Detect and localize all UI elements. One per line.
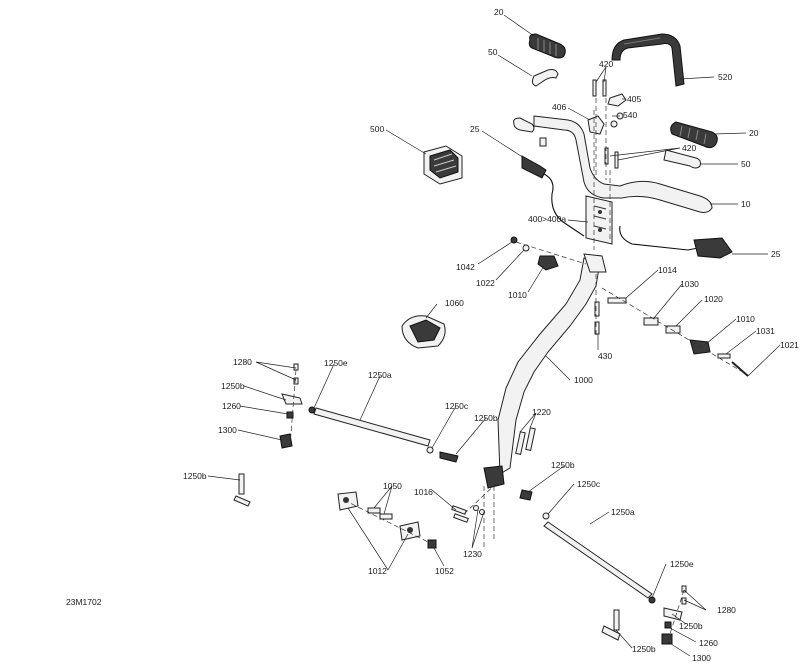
part-clamp-1010-left	[537, 255, 559, 271]
callout-1280-left: 1280	[233, 357, 252, 367]
callout-1010-left: 1010	[508, 290, 527, 300]
callout-500: 500	[370, 124, 384, 134]
part-tube-50-top	[531, 69, 559, 87]
callout-25-left: 25	[470, 124, 480, 134]
callout-1010-right: 1010	[736, 314, 755, 324]
callout-1250c-right: 1250c	[577, 479, 601, 489]
callout-1230: 1230	[463, 549, 482, 559]
part-throttle-25-left	[521, 155, 585, 237]
callout-1220: 1220	[532, 407, 551, 417]
part-tube-50-left	[513, 117, 535, 133]
part-bolt-1014	[607, 297, 627, 304]
part-balljoint-left	[279, 363, 303, 449]
callout-1014: 1014	[658, 265, 677, 275]
callout-1000: 1000	[574, 375, 593, 385]
part-washer-1031	[717, 353, 731, 359]
part-column-1000	[483, 253, 607, 489]
part-throttle-25-right	[619, 225, 733, 259]
callout-420-mid: 420	[682, 143, 696, 153]
callout-430: 430	[598, 351, 612, 361]
callout-labels: 20 50 420 405 520 406 540 500 25 420 20 …	[66, 7, 799, 663]
part-bolts-420-mid	[604, 147, 619, 169]
callout-1012: 1012	[368, 566, 387, 576]
callout-520: 520	[718, 72, 732, 82]
callout-1250e-right: 1250e	[670, 559, 694, 569]
part-handlebar-10	[533, 115, 713, 213]
callout-400: 400>400a	[528, 214, 566, 224]
part-washers-540	[610, 112, 624, 128]
diagram-code: 23M1702	[66, 597, 102, 607]
part-link-1012	[337, 491, 421, 541]
callout-540: 540	[623, 110, 637, 120]
part-bolts-1050	[367, 507, 393, 520]
part-nut-1250c-right	[542, 512, 550, 520]
part-bolts-1220	[515, 427, 536, 455]
callout-1250b-left1: 1250b	[221, 381, 245, 391]
callout-1030: 1030	[680, 279, 699, 289]
callout-1250b-left3: 1250b	[183, 471, 207, 481]
leader-lines	[207, 14, 781, 657]
part-bolts-420-top	[592, 79, 607, 97]
callout-406: 406	[552, 102, 566, 112]
part-grip-20-right	[670, 121, 718, 149]
part-sleeve-1020	[665, 325, 681, 334]
part-nut-1250c-left	[426, 446, 434, 454]
assembly-dashed-lines	[289, 98, 747, 641]
part-nut-1042	[510, 236, 518, 244]
callout-1250a-right: 1250a	[611, 507, 635, 517]
part-block-500	[423, 145, 463, 185]
part-end-1250b-mid	[519, 489, 533, 501]
callout-1031: 1031	[756, 326, 775, 336]
callout-25-right: 25	[771, 249, 781, 259]
part-bracket-405	[607, 93, 627, 107]
callout-1250c-left: 1250c	[445, 401, 469, 411]
part-spacer-1030	[643, 317, 659, 326]
part-handle-520	[611, 33, 685, 87]
part-nut-1250e-left	[308, 406, 316, 414]
callout-1300-left: 1300	[218, 425, 237, 435]
callout-1280-right: 1280	[717, 605, 736, 615]
part-plate-400	[585, 195, 613, 245]
part-bolts-430	[594, 301, 600, 335]
part-nut-1250e-right	[648, 596, 656, 604]
part-pin-1250b-left3	[233, 473, 251, 507]
part-end-1250b-left2	[439, 451, 459, 463]
callout-1021: 1021	[780, 340, 799, 350]
callout-1250b-right1: 1250b	[679, 621, 703, 631]
callout-1250b-right2: 1250b	[632, 644, 656, 654]
callout-1050: 1050	[383, 481, 402, 491]
callout-50-top: 50	[488, 47, 498, 57]
part-tierod-1250a-right	[543, 521, 653, 599]
callout-20-top: 20	[494, 7, 504, 17]
callout-1250e-left: 1250e	[324, 358, 348, 368]
part-tierod-1250a-left	[313, 407, 431, 447]
part-pin-1250b-right2	[601, 609, 621, 641]
part-balljoint-right	[661, 585, 687, 645]
callout-1250b-mid: 1250b	[551, 460, 575, 470]
callout-1042: 1042	[456, 262, 475, 272]
callout-1060: 1060	[445, 298, 464, 308]
part-washers-1230	[473, 505, 485, 515]
callout-405: 405	[627, 94, 641, 104]
callout-1052: 1052	[435, 566, 454, 576]
callout-1020: 1020	[704, 294, 723, 304]
callout-1260-left: 1260	[222, 401, 241, 411]
callout-1022: 1022	[476, 278, 495, 288]
callout-1016: 1016	[414, 487, 433, 497]
callout-20-right: 20	[749, 128, 759, 138]
callout-10: 10	[741, 199, 751, 209]
callout-1260-right: 1260	[699, 638, 718, 648]
part-cover-1060	[401, 315, 446, 349]
callout-1250b-left2: 1250b	[474, 413, 498, 423]
callout-1300-right: 1300	[692, 653, 711, 663]
part-tube-50-right	[663, 149, 701, 169]
callout-50-right: 50	[741, 159, 751, 169]
callout-420-top: 420	[599, 59, 613, 69]
part-pin-1021	[731, 361, 749, 377]
callout-1250a-left: 1250a	[368, 370, 392, 380]
part-grip-20-top	[528, 33, 566, 59]
